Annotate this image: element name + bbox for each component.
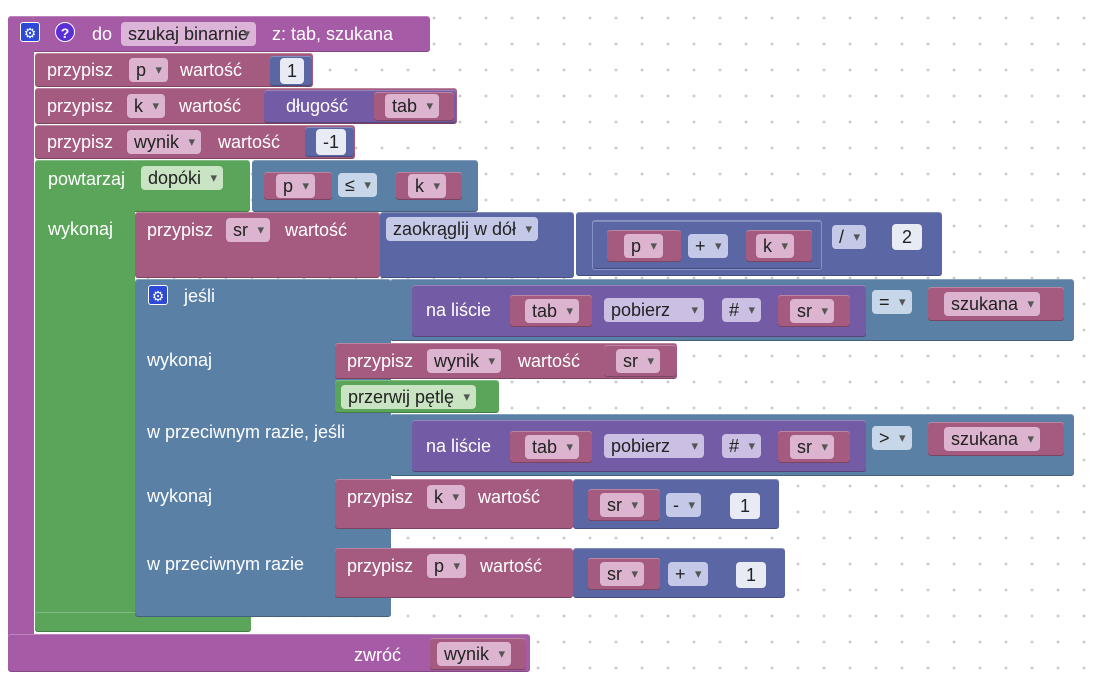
while-loop-body-bar [35,160,135,632]
var-dropdown-tab[interactable]: tab [385,94,440,118]
assign-label: przypisz [347,351,414,371]
value-label: wartość [480,556,543,576]
operator-dropdown[interactable]: + [668,562,708,586]
operator-dropdown[interactable]: = [872,290,912,314]
var-dropdown-tab[interactable]: tab [525,435,580,459]
gear-icon[interactable]: ⚙ [148,285,168,305]
list-label: na liście [426,300,492,320]
length-label: długość [286,96,349,116]
else-label: w przeciwnym razie [147,554,305,574]
var-dropdown-p[interactable]: p [276,174,316,198]
var-dropdown-k[interactable]: k [408,174,446,198]
value-label: wartość [478,487,541,507]
number-field[interactable]: 1 [280,58,304,84]
value-label: wartość [285,220,348,240]
operator-dropdown[interactable]: - [666,493,701,517]
number-field[interactable]: 1 [736,562,766,588]
round-mode-dropdown[interactable]: zaokrąglij w dół [386,217,539,241]
assign-label: przypisz [47,132,114,152]
value-label: wartość [218,132,281,152]
assign-p-block[interactable] [35,53,313,87]
operator-dropdown[interactable]: / [832,225,867,249]
value-label: wartość [180,60,243,80]
while-loop-bottom [35,612,251,632]
list-label: na liście [426,436,492,456]
help-icon[interactable]: ? [55,22,75,42]
do-label: wykonaj [147,350,213,370]
var-dropdown-sr[interactable]: sr [600,562,644,586]
var-dropdown-tab[interactable]: tab [525,299,580,323]
var-dropdown-wynik[interactable]: wynik [437,642,512,666]
var-dropdown-p[interactable]: p [624,234,664,258]
function-params: z: tab, szukana [272,24,394,44]
list-mode-dropdown[interactable]: pobierz [604,434,704,458]
var-dropdown-szukana[interactable]: szukana [944,292,1041,316]
return-label: zwróć [354,645,402,665]
assign-label: przypisz [347,487,414,507]
break-mode-dropdown[interactable]: przerwij pętlę [341,385,477,409]
loop-do-label: wykonaj [48,219,114,239]
assign-label: przypisz [147,220,214,240]
assign-label: przypisz [47,96,114,116]
var-dropdown-sr[interactable]: sr [226,218,270,242]
loop-label: powtarzaj [48,169,126,189]
function-body-bar [8,16,34,670]
value-label: wartość [518,351,581,371]
var-dropdown-sr[interactable]: sr [790,299,834,323]
else-if-label: w przeciwnym razie, jeśli [147,422,346,442]
list-mode-dropdown[interactable]: pobierz [604,298,704,322]
number-field[interactable]: 2 [892,224,922,250]
var-dropdown-p[interactable]: p [129,58,169,82]
var-dropdown-k[interactable]: k [127,94,165,118]
function-keyword: do [92,24,113,44]
var-dropdown-k[interactable]: k [756,234,794,258]
number-field[interactable]: -1 [316,129,346,155]
var-dropdown-sr[interactable]: sr [616,349,660,373]
var-dropdown-k[interactable]: k [427,485,465,509]
assign-label: przypisz [47,60,114,80]
assign-label: przypisz [347,556,414,576]
function-name-field[interactable]: szukaj binarnie [121,22,257,46]
list-where-dropdown[interactable]: # [722,434,762,458]
gear-icon[interactable]: ⚙ [20,22,40,42]
do-label: wykonaj [147,486,213,506]
var-dropdown-szukana[interactable]: szukana [944,427,1041,451]
if-label: jeśli [184,286,216,306]
operator-dropdown[interactable]: > [872,426,912,450]
operator-dropdown[interactable]: ≤ [338,173,377,197]
var-dropdown-wynik[interactable]: wynik [427,349,502,373]
var-dropdown-sr[interactable]: sr [790,435,834,459]
operator-dropdown[interactable]: + [688,234,728,258]
var-dropdown-sr[interactable]: sr [600,493,644,517]
list-where-dropdown[interactable]: # [722,298,762,322]
value-label: wartość [179,96,242,116]
number-field[interactable]: 1 [730,493,760,519]
loop-mode-dropdown[interactable]: dopóki [141,166,224,190]
var-dropdown-p[interactable]: p [427,554,467,578]
var-dropdown-wynik[interactable]: wynik [127,130,202,154]
